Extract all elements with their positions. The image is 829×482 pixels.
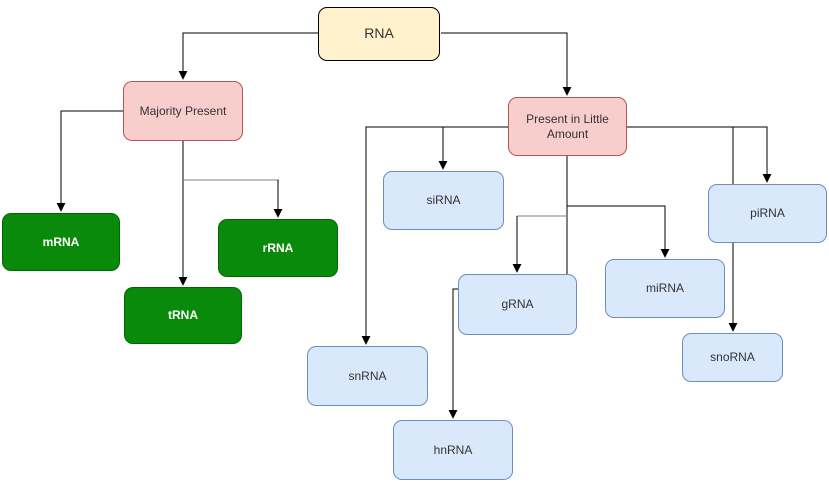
edge-rna-majority — [178, 32, 319, 80]
edge-little-mirna — [567, 205, 670, 258]
node-mirna-label: miRNA — [646, 281, 684, 295]
edge-majority-mrna — [56, 110, 123, 212]
node-rrna: rRNA — [218, 219, 338, 277]
node-rna: RNA — [318, 7, 440, 61]
node-snorna: snoRNA — [682, 333, 783, 382]
node-snrna-label: snRNA — [348, 368, 387, 383]
node-grna: gRNA — [458, 274, 577, 335]
node-present-little: Present in Little Amount — [508, 97, 627, 156]
node-hnrna-label: hnRNA — [433, 442, 473, 457]
edge-little-snrna — [361, 126, 508, 345]
node-majority-present-label: Majority Present — [139, 103, 227, 118]
node-pirna: piRNA — [708, 184, 827, 243]
node-snorna-label: snoRNA — [710, 350, 755, 364]
node-mirna: miRNA — [605, 259, 725, 318]
edge-grna-hnrna — [448, 288, 458, 419]
node-mrna-label: mRNA — [42, 234, 80, 249]
node-trna-label: tRNA — [168, 308, 198, 322]
node-hnrna: hnRNA — [393, 420, 513, 480]
node-trna: tRNA — [124, 287, 242, 344]
node-pirna-label: piRNA — [750, 206, 785, 220]
node-snrna: snRNA — [307, 346, 428, 406]
edge-rna-little — [441, 32, 572, 96]
node-mrna: mRNA — [2, 213, 120, 271]
node-majority-present: Majority Present — [123, 81, 243, 141]
node-rna-label: RNA — [364, 25, 394, 42]
node-present-little-label: Present in Little Amount — [526, 111, 609, 141]
node-grna-label: gRNA — [501, 297, 534, 311]
edge-little-pirna — [627, 126, 772, 183]
node-sirna: siRNA — [383, 171, 504, 230]
node-sirna-label: siRNA — [426, 193, 461, 207]
node-rrna-label: rRNA — [262, 240, 294, 255]
